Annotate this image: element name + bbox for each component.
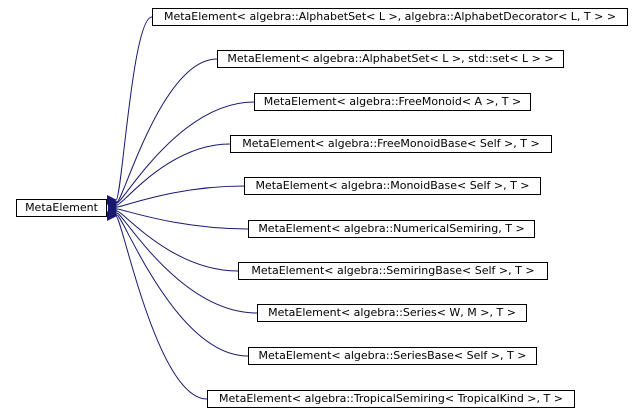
inheritance-arrow: [106, 210, 208, 400]
derived-class-node[interactable]: MetaElement< algebra::AlphabetSet< L >, …: [152, 8, 628, 26]
inheritance-arrow: [106, 16, 153, 206]
inheritance-arrow: [107, 185, 245, 213]
derived-class-node[interactable]: MetaElement< algebra::TropicalSemiring< …: [207, 390, 575, 408]
derived-class-node[interactable]: MetaElement< algebra::NumericalSemiring,…: [248, 220, 535, 238]
derived-class-node[interactable]: MetaElement< algebra::AlphabetSet< L >, …: [217, 50, 564, 68]
derived-class-node[interactable]: MetaElement< algebra::FreeMonoid< A >, T…: [254, 93, 531, 111]
derived-class-node[interactable]: MetaElement< algebra::MonoidBase< Self >…: [244, 177, 541, 195]
inheritance-arrow: [107, 203, 249, 230]
inheritance-arrow: [107, 207, 258, 314]
derived-class-node[interactable]: MetaElement< algebra::SeriesBase< Self >…: [248, 347, 537, 365]
base-class-node: MetaElement: [16, 199, 107, 217]
inheritance-arrow: [107, 205, 239, 272]
inheritance-arrow: [107, 209, 249, 357]
derived-class-node[interactable]: MetaElement< algebra::FreeMonoidBase< Se…: [230, 135, 552, 153]
inheritance-arrow: [107, 101, 255, 209]
derived-class-node[interactable]: MetaElement< algebra::Series< W, M >, T …: [257, 304, 527, 322]
inheritance-arrow: [107, 143, 231, 211]
inheritance-arrow: [107, 58, 218, 208]
derived-class-node[interactable]: MetaElement< algebra::SemiringBase< Self…: [238, 262, 548, 280]
